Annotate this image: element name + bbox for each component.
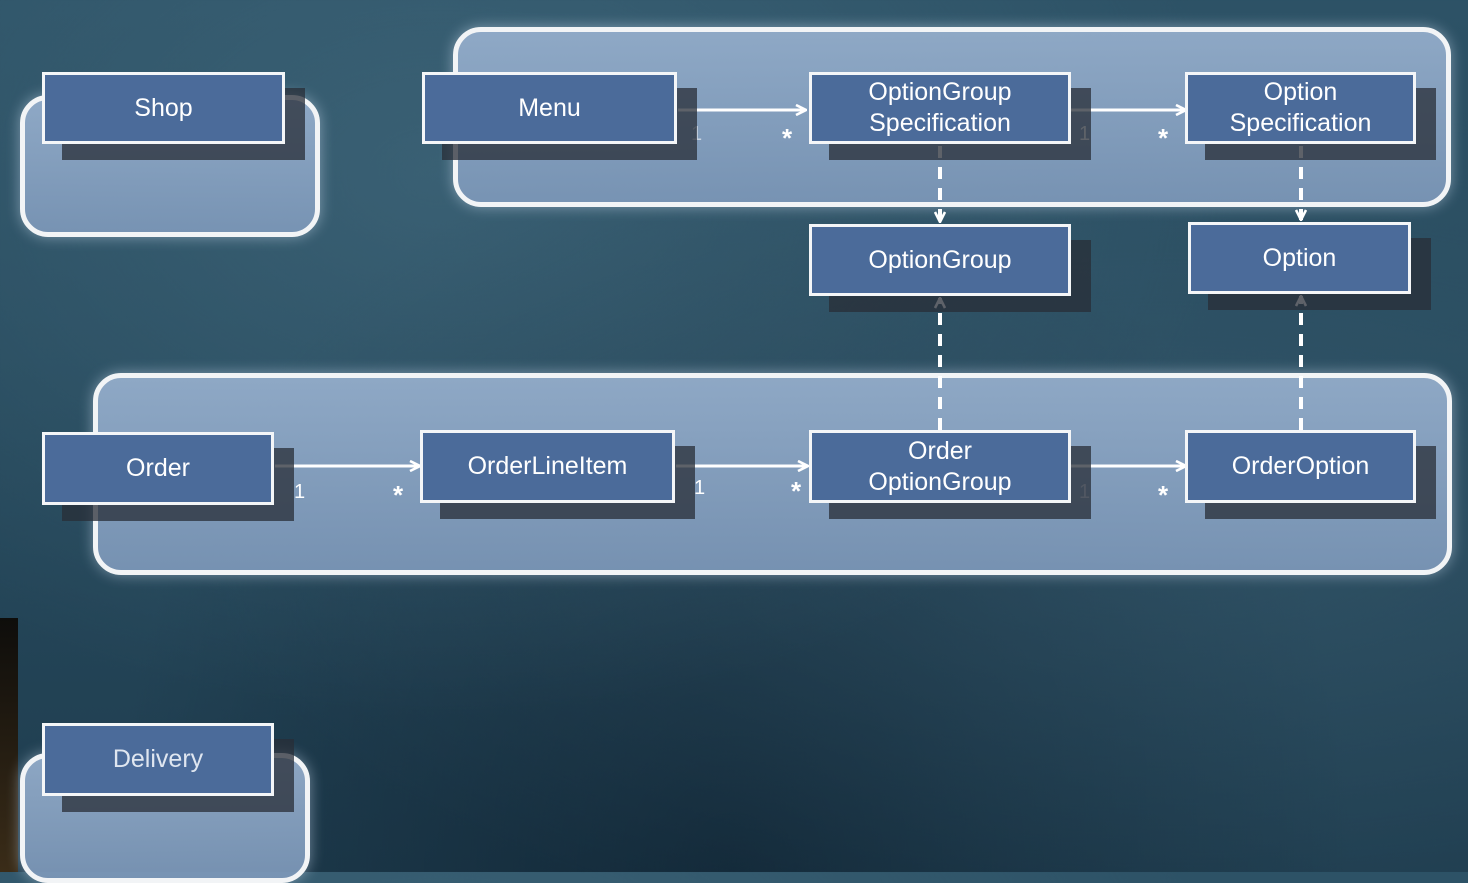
- mult-optiongroupspec-one: 1: [1079, 123, 1090, 145]
- mult-orderoptiongroup-many: *: [791, 476, 802, 506]
- left-edge-strip: [0, 618, 18, 872]
- mult-optionspec-many: *: [1158, 123, 1169, 153]
- entity-order-optiongroup-line1: Order: [908, 436, 972, 465]
- entity-delivery-label: Delivery: [112, 745, 204, 773]
- entity-order: Order: [42, 432, 274, 505]
- entity-option-specification: Option Specification: [1185, 72, 1416, 144]
- entity-shop: Shop: [42, 72, 285, 144]
- entity-menu-label: Menu: [518, 93, 581, 122]
- mult-menu-many: *: [782, 123, 793, 153]
- entity-delivery: Delivery: [42, 723, 274, 796]
- entity-optiongroup-label: OptionGroup: [868, 245, 1012, 274]
- mult-order-one: 1: [294, 481, 305, 503]
- entity-option: Option: [1188, 222, 1411, 294]
- entity-orderoption-label: OrderOption: [1231, 452, 1370, 480]
- mult-orderoption-many: *: [1158, 480, 1169, 510]
- entity-optiongroup: OptionGroup: [809, 224, 1071, 296]
- entity-option-specification-line1: Option: [1263, 78, 1338, 106]
- entity-optiongroup-specification: OptionGroup Specification: [809, 72, 1071, 144]
- entity-menu: Menu: [422, 72, 677, 144]
- entity-order-optiongroup-line2: OptionGroup: [868, 467, 1012, 496]
- entity-orderlineitem: OrderLineItem: [420, 430, 675, 503]
- entity-optiongroup-specification-line1: OptionGroup: [868, 78, 1012, 106]
- mult-orderoptiongroup-one: 1: [1079, 481, 1090, 503]
- entity-orderoption: OrderOption: [1185, 430, 1416, 503]
- entity-orderlineitem-label: OrderLineItem: [467, 452, 628, 480]
- entity-optiongroup-specification-line2: Specification: [869, 109, 1011, 137]
- entity-order-label: Order: [126, 454, 190, 482]
- entity-option-label: Option: [1262, 243, 1337, 272]
- entity-shop-label: Shop: [134, 93, 193, 122]
- mult-orderlineitem-many: *: [393, 480, 404, 510]
- mult-menu-one: 1: [691, 123, 702, 145]
- mult-orderlineitem-one: 1: [694, 477, 705, 499]
- entity-option-specification-line2: Specification: [1229, 109, 1372, 137]
- entity-order-optiongroup: Order OptionGroup: [809, 430, 1071, 503]
